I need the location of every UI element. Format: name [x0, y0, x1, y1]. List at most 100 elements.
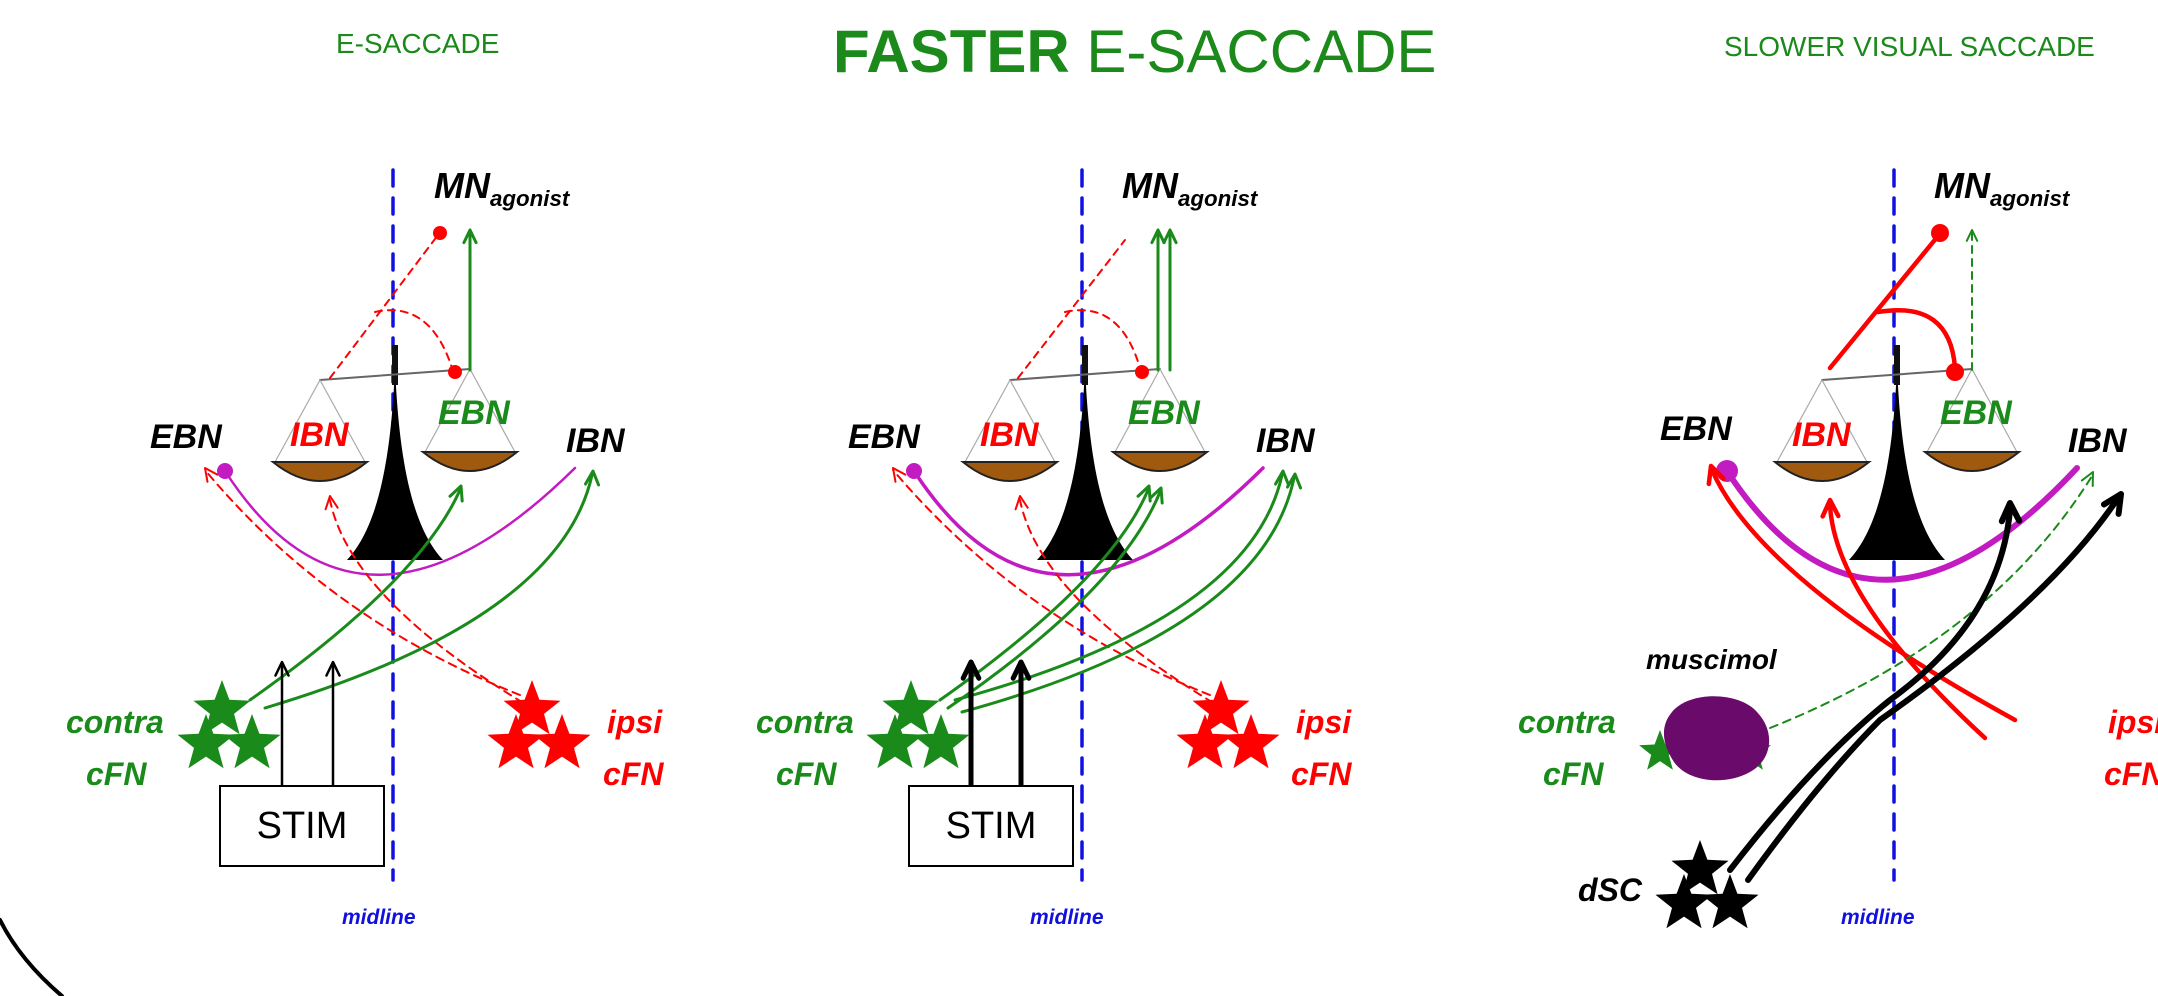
p1-arrowhead: [274, 660, 290, 677]
p2-excitatory-curve: [960, 476, 1296, 714]
p3-arrowhead: [2100, 491, 2124, 517]
p1-balance-string: [319, 379, 366, 463]
p2-arrowhead: [1274, 469, 1291, 487]
title-center-bold: FASTER: [833, 18, 1070, 85]
p2-balance-post: [1082, 345, 1088, 385]
p1-balance-string: [274, 379, 321, 463]
p2-inhibitory-curve: [912, 466, 1265, 577]
p2-inhibitory-dashed: [892, 469, 1211, 696]
p1-midline-label: midline: [342, 906, 416, 929]
p3-dsc-curve: [1727, 507, 2013, 873]
p2-balance-string: [1159, 368, 1206, 453]
p3-synapse-dot: [1931, 224, 1949, 242]
p1-mn-label: MNagonist: [434, 165, 570, 211]
p3-arrowhead: [1706, 463, 1726, 487]
p3-dsc-star: [1701, 874, 1759, 929]
p3-ibn-right: IBN: [2068, 422, 2127, 460]
p2-arrowhead: [1136, 484, 1152, 503]
p1-synapse-dot: [448, 365, 462, 379]
p1-arrowhead: [325, 660, 341, 677]
p1-balance-post: [392, 345, 398, 385]
p1-balance-string: [424, 368, 471, 453]
p2-contra-cfn: cFN: [776, 756, 837, 792]
p1-ebn-left: EBN: [150, 418, 222, 456]
p3-arrowhead: [2080, 471, 2094, 487]
p2-arrowhead: [1286, 472, 1303, 490]
p1-ipsi: ipsi: [607, 704, 663, 740]
p2-ebn-left: EBN: [848, 418, 920, 456]
p1-inhibitory-dashed: [329, 499, 536, 711]
p3-dsc-star: [1671, 840, 1729, 895]
p2-ipsi-star: [1222, 714, 1280, 769]
p1-inhibitory-dashed: [329, 234, 439, 379]
p2-ipsi-cfn: cFN: [1291, 756, 1352, 792]
p2-inhibitory-dashed: [1017, 239, 1126, 379]
p3-contra-cfn: cFN: [1543, 756, 1604, 792]
p2-arrowhead: [1148, 486, 1164, 505]
p2-balance-string: [1009, 379, 1056, 463]
p3-contra: contra: [1518, 704, 1616, 740]
p2-balance-beam: [1009, 368, 1161, 381]
p2-ipsi-star: [1192, 680, 1250, 735]
p2-balance-string: [964, 379, 1011, 463]
title-right: SLOWER VISUAL SACCADE: [1724, 31, 2095, 62]
p2-arrowhead: [960, 659, 982, 681]
p2-synapse-dot: [1135, 365, 1149, 379]
p2-balance-base: [1037, 365, 1133, 560]
title-left: E-SACCADE: [336, 28, 500, 59]
p1-arrowhead: [462, 228, 478, 245]
p2-arrowhead: [1162, 228, 1178, 245]
p2-ibn-inner: IBN: [980, 416, 1039, 454]
p1-arrowhead: [584, 469, 601, 487]
p2-arrowhead: [1150, 228, 1166, 245]
p1-balance-beam: [319, 368, 471, 381]
p1-stim-box: STIM: [219, 785, 385, 867]
p2-contra: contra: [756, 704, 854, 740]
p3-balance-bowl-right: [1922, 451, 2022, 472]
p2-stim-box: STIM: [908, 785, 1074, 867]
p1-ibn-right: IBN: [566, 422, 625, 460]
p3-dsc-star: [1655, 874, 1713, 929]
p3-arrowhead: [1820, 497, 1841, 519]
p3-ebn-left: EBN: [1660, 410, 1732, 448]
p1-contra-cfn: cFN: [86, 756, 147, 792]
p1-contra-star: [177, 714, 235, 769]
p2-contra-star: [912, 714, 970, 769]
p2-excitatory-curve: [938, 488, 1150, 702]
p3-balance-base: [1849, 365, 1945, 560]
p3-ibn-inner: IBN: [1792, 416, 1851, 454]
p2-ipsi: ipsi: [1296, 704, 1352, 740]
p2-mn-label: MNagonist: [1122, 165, 1258, 211]
p2-arrowhead: [892, 467, 907, 483]
p2-balance-bowl-left: [960, 461, 1060, 482]
p3-muscimol-blob: [1663, 696, 1770, 781]
p3-balance-post: [1894, 345, 1900, 385]
p2-contra-star: [866, 714, 924, 769]
p1-balance-string: [469, 368, 516, 453]
p1-arrowhead: [448, 484, 464, 503]
p2-balance-string: [1114, 368, 1161, 453]
p1-inhibitory-curve: [223, 466, 577, 576]
p1-ipsi-cfn: cFN: [603, 756, 664, 792]
p2-ebn-inner: EBN: [1128, 394, 1200, 432]
p3-contra-star: [1639, 730, 1681, 770]
p3-ipsi-cfn: cFN: [2104, 756, 2158, 792]
p1-ipsi-star: [487, 714, 545, 769]
p1-contra: contra: [66, 704, 164, 740]
p1-contra-star: [223, 714, 281, 769]
p1-balance-bowl-left: [270, 461, 370, 482]
p3-inhibitory-curve: [1827, 502, 1988, 741]
p1-synapse-dot: [433, 226, 447, 240]
p3-inhibitory-line: [1827, 233, 1941, 371]
p3-balance-string: [1971, 368, 2018, 453]
p2-synapse-dot: [906, 463, 922, 479]
p3-ebn-inner: EBN: [1940, 394, 2012, 432]
p3-dsc-curve: [1745, 495, 2121, 883]
p3-ipsi: ipsi: [2108, 704, 2158, 740]
p1-inhibitory-dashed: [374, 309, 453, 369]
p1-excitatory-curve: [263, 473, 594, 710]
p1-ipsi-star: [503, 680, 561, 735]
p2-ibn-right: IBN: [1256, 422, 1315, 460]
p3-mn-label: MNagonist: [1934, 165, 2070, 211]
title-center-rest: E-SACCADE: [1086, 18, 1437, 85]
